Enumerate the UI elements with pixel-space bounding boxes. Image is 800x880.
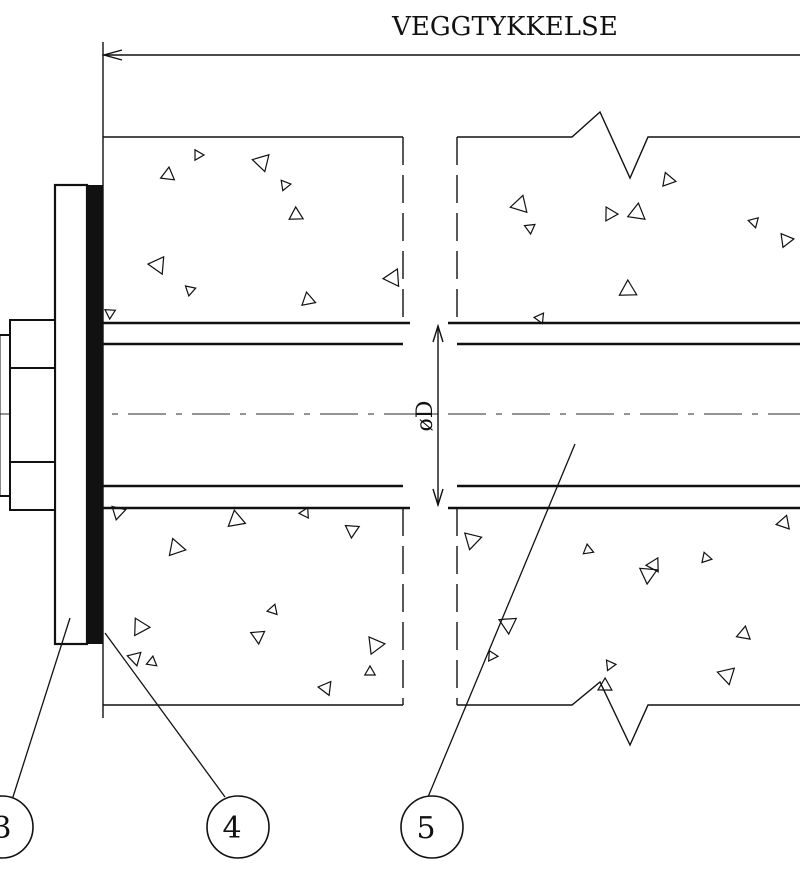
- aggregate-triangle: [638, 567, 659, 586]
- aggregate-triangle: [251, 153, 270, 173]
- aggregate-triangle: [509, 194, 528, 214]
- aggregate-triangle: [227, 509, 247, 528]
- aggregate-triangle: [363, 664, 377, 676]
- aggregate-triangle: [605, 659, 618, 672]
- sealing-gasket: [87, 185, 103, 644]
- aggregate-triangle: [288, 205, 305, 220]
- aggregate-triangle: [497, 617, 518, 636]
- aggregate-triangle: [662, 171, 678, 188]
- aggregate-triangle: [103, 309, 117, 321]
- aggregate-triangle: [134, 617, 152, 637]
- wall-thickness-title: VEGGTYKKELSE: [391, 12, 618, 42]
- aggregate-triangle: [146, 255, 165, 276]
- callout-4-number: 4: [222, 811, 241, 846]
- aggregate-triangle: [735, 624, 752, 640]
- aggregate-triangle: [618, 278, 638, 296]
- aggregate-triangle: [582, 542, 595, 555]
- concrete-hatch: [103, 148, 796, 697]
- aggregate-triangle: [126, 651, 142, 667]
- aggregate-triangle: [316, 680, 332, 697]
- diameter-dimension: [432, 323, 444, 508]
- aggregate-triangle: [605, 205, 620, 222]
- aggregate-triangle: [168, 537, 187, 557]
- aggregate-triangle: [297, 506, 309, 520]
- callout-3-number: 3: [0, 811, 12, 846]
- diameter-label: øD: [413, 401, 438, 432]
- flange-collar: [53, 183, 89, 646]
- aggregate-triangle: [532, 312, 545, 325]
- concrete-wall: [103, 110, 800, 747]
- aggregate-triangle: [701, 551, 714, 564]
- aggregate-triangle: [249, 630, 266, 646]
- aggregate-triangle: [145, 654, 158, 667]
- callout-5: 5: [400, 795, 464, 859]
- aggregate-triangle: [159, 165, 176, 181]
- aggregate-triangle: [344, 524, 361, 540]
- aggregate-triangle: [463, 532, 483, 551]
- pipe: [103, 321, 800, 510]
- callout-5-number: 5: [416, 811, 435, 846]
- aggregate-triangle: [280, 179, 293, 192]
- aggregate-triangle: [523, 223, 536, 236]
- callout-3: 3: [0, 795, 34, 859]
- wall-thickness-dimension: [101, 42, 800, 718]
- aggregate-triangle: [194, 148, 206, 162]
- aggregate-triangle: [488, 649, 500, 663]
- aggregate-triangle: [368, 636, 387, 656]
- clamp-nut: [0, 319, 56, 511]
- aggregate-triangle: [780, 232, 796, 249]
- aggregate-triangle: [381, 267, 400, 288]
- aggregate-triangle: [774, 514, 790, 530]
- aggregate-triangle: [716, 667, 736, 686]
- aggregate-triangle: [626, 201, 646, 220]
- aggregate-triangle: [301, 290, 317, 306]
- aggregate-triangle: [265, 603, 278, 616]
- aggregate-triangle: [644, 556, 659, 573]
- callout-4: 4: [206, 795, 270, 859]
- leader-lines: [11, 443, 576, 801]
- aggregate-triangle: [747, 216, 760, 229]
- aggregate-triangle: [184, 285, 197, 298]
- aggregate-triangle: [596, 676, 613, 691]
